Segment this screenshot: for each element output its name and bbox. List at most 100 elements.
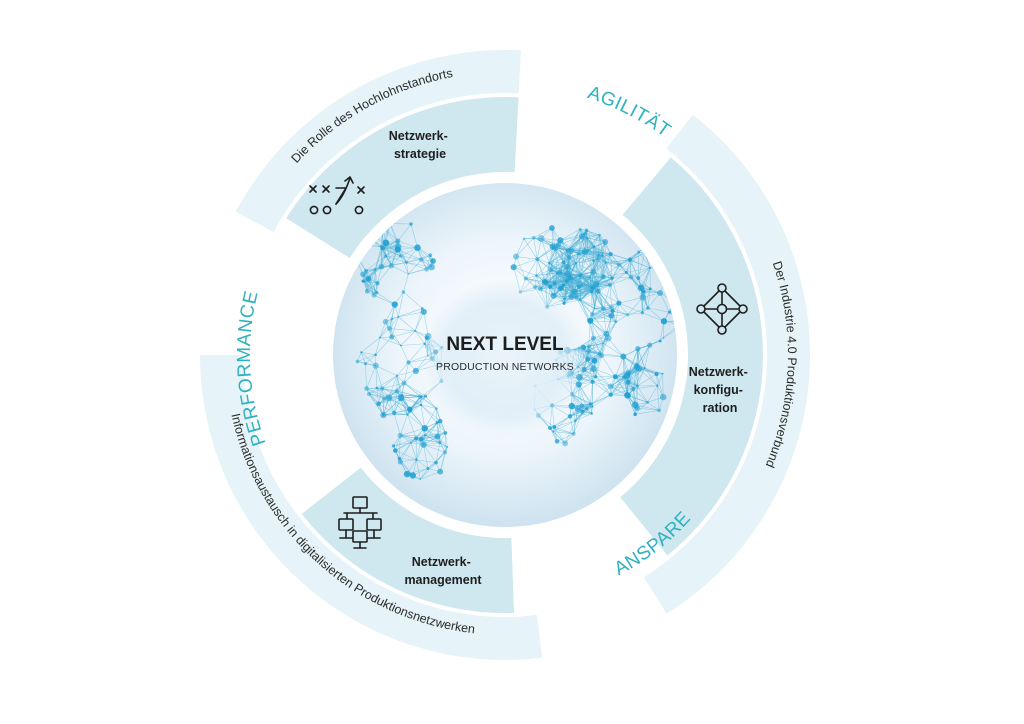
network-link	[515, 256, 527, 279]
network-link	[657, 385, 660, 411]
network-link	[588, 250, 599, 260]
network-link	[379, 318, 393, 338]
network-link	[588, 346, 601, 354]
segment-title-management: Netzwerk- management	[404, 555, 482, 587]
network-link	[602, 255, 620, 265]
network-node	[522, 237, 526, 241]
network-node	[561, 283, 566, 287]
network-link	[417, 247, 432, 268]
network-link	[366, 365, 377, 389]
network-link	[410, 442, 417, 460]
network-link	[590, 320, 604, 344]
network-link	[627, 382, 636, 405]
network-link	[293, 258, 295, 272]
network-node	[394, 388, 400, 394]
network-node	[633, 412, 637, 417]
network-link	[534, 269, 552, 288]
network-node	[375, 386, 379, 390]
network-link	[601, 355, 624, 357]
network-link	[333, 258, 341, 267]
network-link	[592, 314, 612, 316]
network-node	[418, 436, 424, 442]
network-link	[291, 236, 293, 258]
network-link	[416, 459, 437, 463]
network-node	[399, 344, 402, 347]
network-node	[608, 312, 615, 319]
network-node	[403, 470, 411, 478]
network-nodes-icon	[696, 283, 748, 335]
network-node	[297, 281, 301, 285]
network-node	[581, 248, 589, 255]
network-link	[361, 352, 376, 366]
network-node	[305, 233, 310, 238]
network-link	[575, 296, 595, 309]
network-node	[561, 260, 566, 265]
network-node	[365, 275, 372, 282]
network-link	[427, 452, 446, 469]
network-link	[420, 404, 438, 423]
network-link	[408, 343, 425, 363]
network-node	[579, 233, 586, 240]
network-link	[599, 353, 624, 357]
network-node	[589, 289, 594, 294]
network-link	[569, 416, 574, 434]
network-link	[424, 428, 441, 443]
network-link	[609, 272, 627, 286]
network-node	[391, 444, 396, 448]
network-link	[513, 266, 537, 276]
network-link	[425, 395, 437, 409]
network-link	[290, 269, 305, 275]
network-node	[552, 430, 555, 433]
network-link	[295, 273, 300, 274]
network-link	[377, 266, 382, 284]
network-node	[426, 466, 430, 470]
network-node	[549, 225, 555, 231]
network-link	[594, 308, 612, 316]
network-link	[593, 368, 611, 387]
network-link	[588, 337, 609, 352]
network-link	[568, 257, 581, 276]
network-link	[368, 393, 384, 416]
network-link	[609, 277, 632, 286]
network-link	[638, 251, 651, 269]
network-node	[392, 410, 397, 416]
network-link	[283, 250, 293, 259]
network-link	[592, 314, 607, 334]
network-node	[597, 253, 601, 258]
network-node	[381, 246, 386, 250]
network-link	[630, 277, 644, 298]
network-node	[557, 270, 563, 275]
network-link	[556, 433, 574, 442]
network-link	[381, 262, 407, 267]
network-node	[657, 290, 664, 296]
network-node	[637, 284, 645, 292]
network-link	[423, 444, 437, 463]
network-link	[290, 262, 312, 274]
network-link	[536, 269, 551, 276]
network-node	[535, 274, 539, 278]
network-node	[578, 274, 582, 278]
network-link	[389, 328, 402, 346]
network-node	[588, 276, 591, 279]
inner-ring-segment-strategy	[286, 96, 519, 259]
network-link	[300, 257, 314, 273]
network-node	[394, 246, 401, 253]
network-link	[378, 403, 395, 414]
inner-ring-segment-configuration	[620, 157, 763, 556]
network-link	[513, 258, 538, 268]
network-node	[591, 405, 594, 408]
network-link	[599, 338, 609, 354]
network-node	[548, 267, 554, 273]
network-link	[558, 244, 570, 258]
network-node	[409, 222, 413, 226]
network-link	[633, 367, 646, 390]
network-link	[385, 255, 407, 263]
network-link	[619, 264, 639, 279]
network-node	[414, 244, 421, 251]
network-node	[607, 282, 613, 288]
network-link	[365, 363, 367, 389]
network-link	[647, 385, 658, 403]
network-link	[550, 257, 570, 270]
network-node	[620, 353, 627, 360]
network-node	[376, 401, 381, 407]
